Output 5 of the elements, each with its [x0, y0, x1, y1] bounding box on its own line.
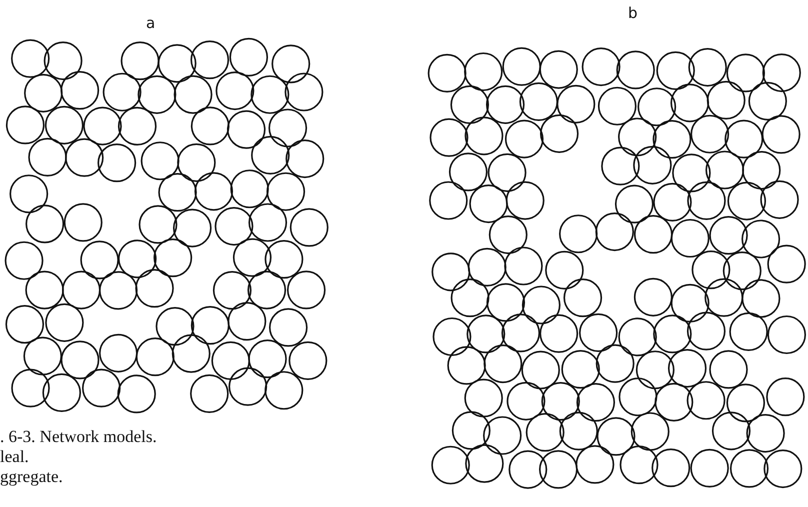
- caption-line: ggregate.: [0, 467, 63, 486]
- caption-line: leal.: [0, 447, 29, 466]
- panel-letter: a: [146, 14, 156, 32]
- figure-caption: . 6-3. Network models.: [0, 427, 157, 446]
- panel-letter: b: [628, 4, 638, 22]
